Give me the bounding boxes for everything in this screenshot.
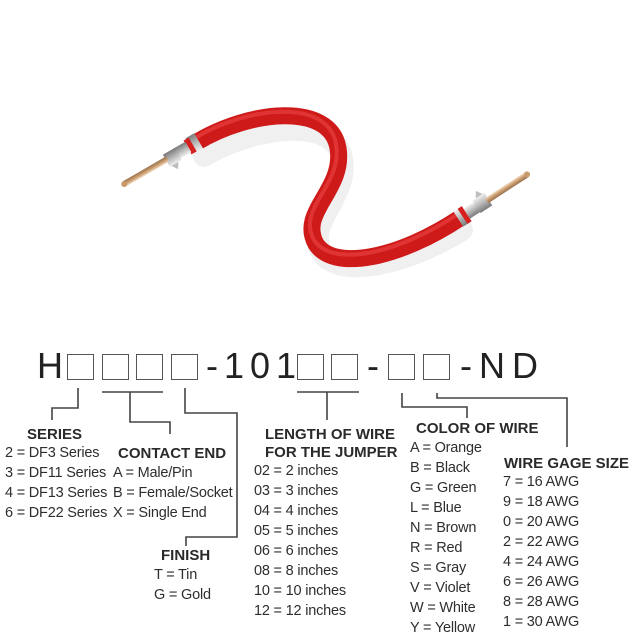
contact-end-heading: CONTACT END: [118, 445, 227, 462]
gage-item: 8 = 28 AWG: [503, 594, 580, 610]
jumper-wire-image: [121, 107, 531, 278]
color-code-box: [388, 354, 415, 380]
contact-end-code-box-1: [102, 354, 129, 380]
length-heading-line1: LENGTH OF WIRE: [265, 426, 395, 443]
color-item: L = Blue: [410, 500, 462, 516]
length-item: 06 = 6 inches: [254, 543, 339, 559]
color-item: Y = Yellow: [410, 620, 476, 636]
contact-end-leader: [129, 392, 171, 434]
finish-leader: [184, 388, 238, 546]
series-code-box: [67, 354, 94, 380]
gage-heading: WIRE GAGE SIZE: [504, 455, 630, 472]
gage-item: 7 = 16 AWG: [503, 474, 580, 490]
color-item: G = Green: [410, 480, 477, 496]
finish-item: T = Tin: [154, 567, 198, 583]
series-leader: [51, 388, 79, 420]
gage-list: 7 = 16 AWG 9 = 18 AWG 0 = 20 AWG 2 = 22 …: [503, 472, 579, 632]
color-item: A = Orange: [410, 440, 482, 456]
color-item: N = Brown: [410, 520, 477, 536]
color-item: R = Red: [410, 540, 463, 556]
color-heading: COLOR OF WIRE: [416, 420, 539, 437]
gage-leader: [436, 393, 568, 447]
finish-heading: FINISH: [161, 547, 211, 564]
part-number-separator: -: [367, 345, 379, 386]
length-item: 03 = 3 inches: [254, 483, 339, 499]
series-item: 3 = DF11 Series: [5, 465, 107, 481]
color-item: V = Violet: [410, 580, 471, 596]
length-list: 02 = 2 inches 03 = 3 inches 04 = 4 inche…: [254, 461, 346, 621]
color-item: S = Gray: [410, 560, 467, 576]
contact-end-item: B = Female/Socket: [113, 485, 233, 501]
gage-item: 4 = 24 AWG: [503, 554, 580, 570]
series-item: 6 = DF22 Series: [5, 505, 108, 521]
length-heading-line2: FOR THE JUMPER: [265, 444, 398, 461]
gage-item: 6 = 26 AWG: [503, 574, 580, 590]
series-list: 2 = DF3 Series 3 = DF11 Series 4 = DF13 …: [5, 443, 107, 523]
length-item: 12 = 12 inches: [254, 603, 346, 619]
part-number-prefix: H: [37, 345, 63, 386]
contact-end-item: A = Male/Pin: [113, 465, 193, 481]
series-heading: SERIES: [27, 426, 83, 443]
gage-item: 1 = 30 AWG: [503, 614, 580, 630]
wire-body: [192, 107, 465, 268]
color-item: W = White: [410, 600, 476, 616]
series-item: 4 = DF13 Series: [5, 485, 108, 501]
contact-end-list: A = Male/Pin B = Female/Socket X = Singl…: [113, 463, 233, 523]
part-number-suffix: -ND: [460, 345, 545, 386]
right-contact: [453, 171, 531, 227]
series-item: 2 = DF3 Series: [5, 445, 100, 461]
finish-list: T = Tin G = Gold: [154, 565, 211, 605]
color-item: B = Black: [410, 460, 470, 476]
gage-item: 9 = 18 AWG: [503, 494, 580, 510]
color-list: A = Orange B = Black G = Green L = Blue …: [410, 438, 482, 638]
gage-code-box: [423, 354, 450, 380]
length-item: 10 = 10 inches: [254, 583, 346, 599]
length-code-box-2: [331, 354, 358, 380]
left-contact: [121, 133, 204, 187]
length-item: 08 = 8 inches: [254, 563, 339, 579]
gage-item: 2 = 22 AWG: [503, 534, 580, 550]
gage-item: 0 = 20 AWG: [503, 514, 580, 530]
length-item: 02 = 2 inches: [254, 463, 339, 479]
length-item: 05 = 5 inches: [254, 523, 339, 539]
contact-end-item: X = Single End: [113, 505, 207, 521]
finish-item: G = Gold: [154, 587, 211, 603]
length-item: 04 = 4 inches: [254, 503, 339, 519]
length-code-box-1: [297, 354, 324, 380]
color-leader: [401, 393, 468, 418]
finish-code-box: [171, 354, 198, 380]
contact-end-code-box-2: [136, 354, 163, 380]
part-number-middle: -101: [206, 345, 303, 386]
